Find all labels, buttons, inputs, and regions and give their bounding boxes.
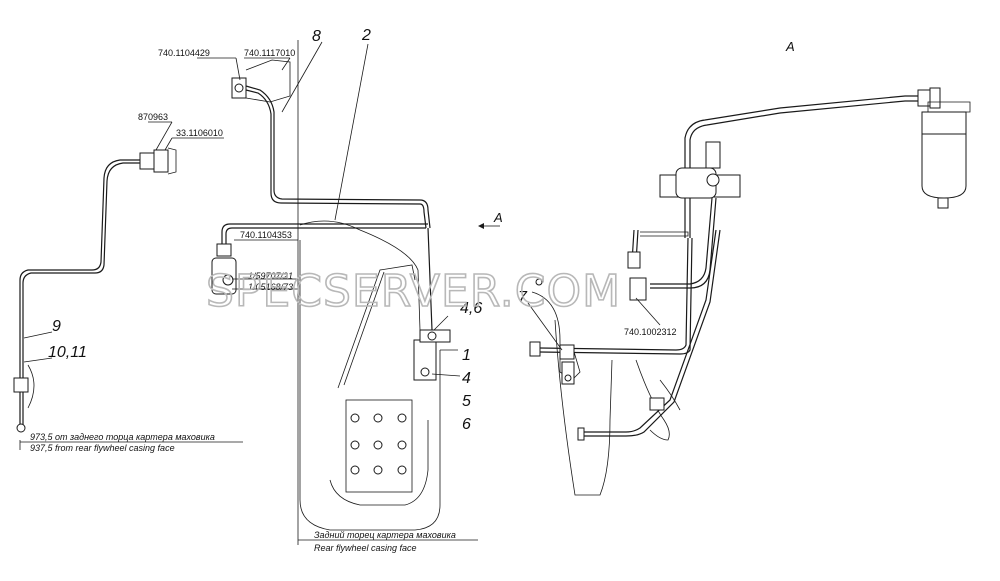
flywheel-casing-outline xyxy=(299,220,451,531)
view-a-arrow-label: A xyxy=(493,210,503,225)
tee-fitting xyxy=(629,277,647,301)
bolt-4 xyxy=(420,367,430,377)
part-label-740-1104429: 740.1104429 xyxy=(158,48,210,58)
fitting-33-1106010 xyxy=(153,149,169,173)
plate xyxy=(345,399,413,493)
item-number-1: 1 xyxy=(462,347,471,364)
filter-head xyxy=(921,111,967,135)
distance-note-ru: 973,5 от заднего торца картера маховика xyxy=(30,432,215,442)
clamp-7 xyxy=(559,344,575,360)
view-a-title: A xyxy=(785,39,795,54)
pipe-9-assembly xyxy=(13,147,177,433)
face-note-en: Rear flywheel casing face xyxy=(314,543,417,553)
pump-primer xyxy=(705,141,721,169)
item-number-10-11: 10,11 xyxy=(48,344,87,361)
distance-note-en: 937,5 from rear flywheel casing face xyxy=(30,443,175,453)
union-nut-870963 xyxy=(139,152,155,170)
part-label-33-1106010: 33.1106010 xyxy=(176,128,223,138)
item-number-4-6: 4,6 xyxy=(460,300,482,317)
pipe-end-fitting xyxy=(16,423,26,433)
fitting-740-1104353 xyxy=(216,243,232,257)
item-number-7: 7 xyxy=(518,289,528,306)
face-note-ru: Задний торец картера маховика xyxy=(314,530,456,540)
item-number-2: 2 xyxy=(361,27,371,44)
clamp-10-11 xyxy=(13,377,29,393)
part-label-1-59707-21: 1/59707/21 xyxy=(248,271,293,281)
leader-lines xyxy=(19,41,661,541)
item-number-9: 9 xyxy=(52,318,61,335)
clamp-lower xyxy=(649,397,665,411)
fitting-740-1002312 xyxy=(627,251,641,269)
part-label-740-1104353: 740.1104353 xyxy=(240,230,292,240)
part-label-740-1117010: 740.1117010 xyxy=(244,48,295,58)
item-number-6: 6 xyxy=(462,416,471,433)
view-a-assembly xyxy=(529,87,971,496)
drain-plug xyxy=(937,197,949,209)
watermark: SPECSERVER.COM xyxy=(206,266,621,317)
item-number-5: 5 xyxy=(462,393,471,410)
part-label-1-05168-73: 1/05168/73 xyxy=(248,282,293,292)
item-number-4: 4 xyxy=(462,370,471,387)
item-number-8: 8 xyxy=(312,28,321,45)
part-label-740-1002312: 740.1002312 xyxy=(624,327,677,337)
part-label-870963: 870963 xyxy=(138,112,168,122)
fuel-filter-bowl xyxy=(921,133,967,199)
banjo-bolt-1-59707-21 xyxy=(222,274,234,286)
